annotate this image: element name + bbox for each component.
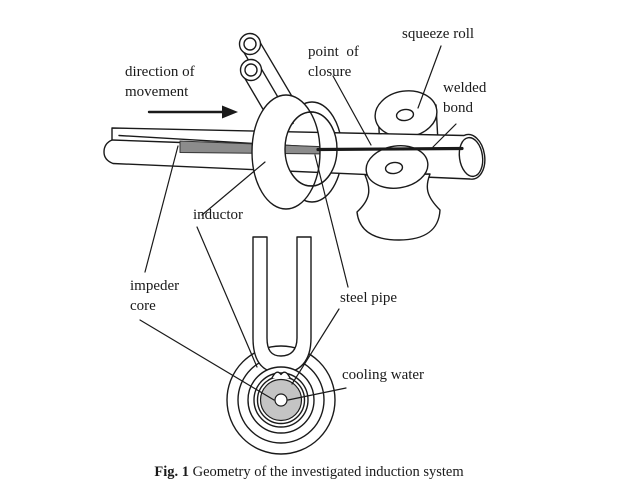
label-steel-pipe: steel pipe	[340, 290, 398, 306]
label-point-of-closure: point of closure	[308, 44, 359, 80]
label-direction-of-movement: direction of movement	[125, 64, 195, 100]
top-view	[103, 32, 486, 241]
leader-welded-bond	[432, 123, 457, 148]
leader-impeder-up	[144, 145, 179, 273]
squeeze-roll-lower-hole	[384, 161, 404, 175]
squeeze-roll-upper-hole	[395, 108, 415, 122]
leader-squeeze-roll	[417, 45, 442, 109]
label-inductor: inductor	[193, 207, 243, 223]
pipe-inner-wall-edge	[111, 139, 182, 144]
welded-bond-line	[316, 146, 464, 152]
cooling-water-channel	[274, 393, 288, 407]
direction-arrow	[147, 105, 238, 119]
figure-caption-number: Fig. 1	[154, 464, 189, 480]
squeeze-roll-lower	[356, 145, 441, 241]
figure-caption: Fig. 1 Geometry of the investigated indu…	[0, 464, 618, 481]
label-welded-bond: welded bond	[443, 80, 487, 116]
label-squeeze-roll: squeeze roll	[402, 26, 475, 42]
cross-section-view	[226, 236, 336, 455]
seam-notch	[271, 371, 291, 379]
leader-steel-pipe-up	[314, 154, 349, 288]
leader-cooling-water	[287, 387, 347, 401]
leader-impeder-down	[139, 319, 275, 401]
leader-lines	[139, 45, 457, 401]
label-impeder-core: impeder core	[130, 278, 180, 314]
leader-inductor-down	[196, 226, 258, 368]
label-cooling-water: cooling water	[342, 367, 425, 383]
figure-caption-text: Geometry of the investigated induction s…	[189, 464, 464, 480]
leader-steel-pipe-down	[291, 308, 340, 385]
leader-inductor-up	[201, 161, 266, 216]
pipe-end-rim	[458, 136, 484, 178]
leader-point-of-closure	[332, 75, 372, 146]
